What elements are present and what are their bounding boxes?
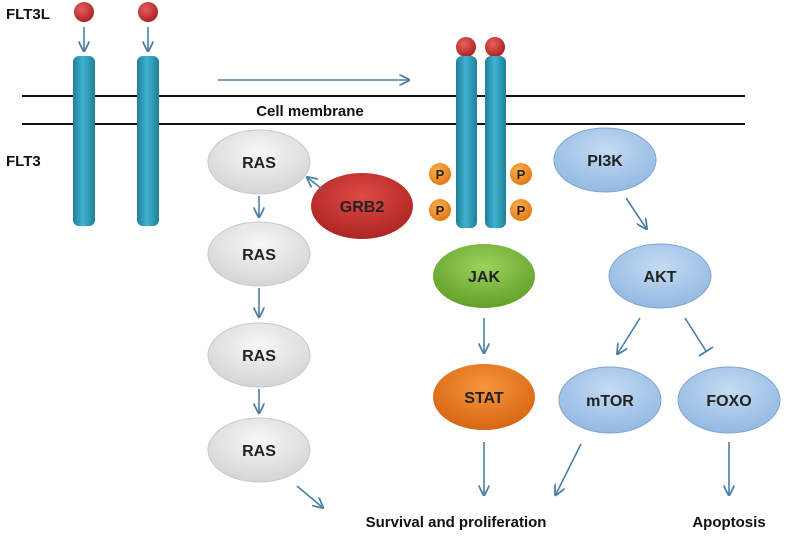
svg-text:P: P <box>517 203 526 218</box>
phospho-group-4: P <box>510 199 532 221</box>
ras-node-4: RAS <box>207 417 311 483</box>
phospho-group-1: P <box>429 163 451 185</box>
svg-text:P: P <box>436 167 445 182</box>
svg-text:mTOR: mTOR <box>586 393 634 410</box>
ligand-ball-2 <box>138 2 158 22</box>
svg-text:RAS: RAS <box>242 155 276 172</box>
ras-node-2: RAS <box>207 221 311 287</box>
pi3k-to-akt-arrow <box>625 197 646 228</box>
mtor-node: mTOR <box>558 366 662 434</box>
grb2-to-ras-arrow <box>308 178 323 190</box>
flt3l-label: FLT3L <box>6 6 50 23</box>
akt-inhibits-foxo-line <box>684 317 707 352</box>
ras-node-3: RAS <box>207 322 311 388</box>
svg-text:PI3K: PI3K <box>587 153 623 170</box>
stat-node: STAT <box>433 364 535 430</box>
svg-text:P: P <box>517 167 526 182</box>
ligand-ball-1 <box>74 2 94 22</box>
inhibition-bar <box>698 346 714 357</box>
akt-node: AKT <box>608 243 712 309</box>
cell-membrane-label: Cell membrane <box>256 103 364 120</box>
flt3-label: FLT3 <box>6 153 41 170</box>
svg-text:AKT: AKT <box>644 269 677 286</box>
svg-text:RAS: RAS <box>242 443 276 460</box>
svg-text:RAS: RAS <box>242 348 276 365</box>
ras-node-1: RAS <box>207 129 311 195</box>
apoptosis-label: Apoptosis <box>692 514 765 531</box>
flt3-dimer-receptor-2 <box>485 56 506 228</box>
phospho-group-2: P <box>429 199 451 221</box>
jak-node: JAK <box>433 244 535 308</box>
phospho-group-3: P <box>510 163 532 185</box>
grb2-node: GRB2 <box>311 173 413 239</box>
svg-text:P: P <box>436 203 445 218</box>
ras-to-survival-arrow <box>296 485 322 507</box>
akt-to-mtor-arrow <box>618 317 641 353</box>
dimer-ligand-ball-2 <box>485 37 505 57</box>
dimer-ligand-ball-1 <box>456 37 476 57</box>
survival-proliferation-label: Survival and proliferation <box>366 514 547 531</box>
flt3-receptor-2 <box>137 56 159 226</box>
foxo-node: FOXO <box>677 366 781 434</box>
svg-text:RAS: RAS <box>242 247 276 264</box>
flt3-receptor-1 <box>73 56 95 226</box>
svg-text:GRB2: GRB2 <box>340 199 385 216</box>
mtor-to-survival-arrow <box>556 443 582 494</box>
svg-text:JAK: JAK <box>468 269 500 286</box>
svg-text:FOXO: FOXO <box>706 393 751 410</box>
flt3-dimer-receptor-1 <box>456 56 477 228</box>
svg-text:STAT: STAT <box>464 390 504 407</box>
pi3k-node: PI3K <box>553 127 657 193</box>
